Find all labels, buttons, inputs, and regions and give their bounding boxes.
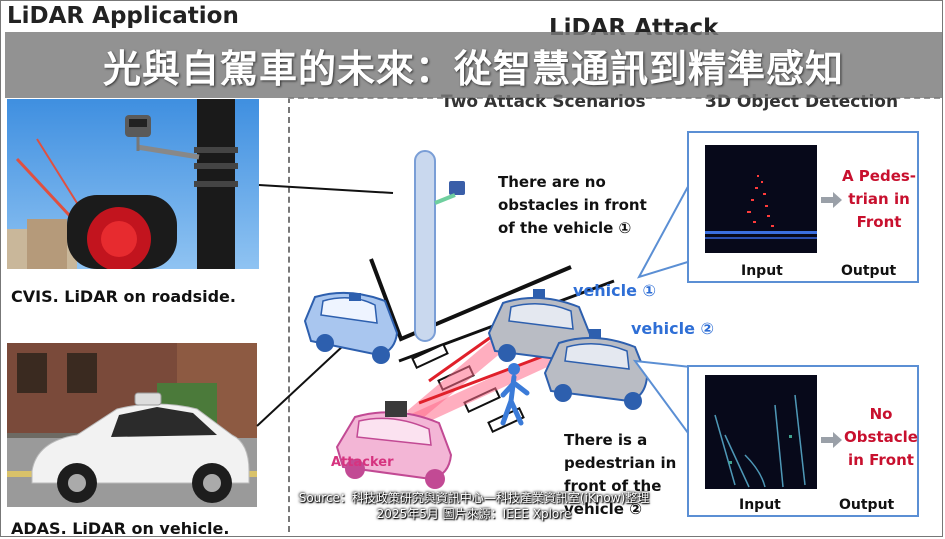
- source-line-2: 2025年5月 圖片來源：IEEE Xplore: [376, 507, 572, 521]
- car-attacker: [335, 401, 453, 489]
- output-label-2: Output: [839, 497, 895, 513]
- output1-text: A Pedes-trian in Front: [841, 167, 917, 231]
- pointcloud-1: [705, 175, 817, 239]
- input-label-1: Input: [741, 263, 783, 279]
- photo-vehicle-lidar: [7, 343, 257, 507]
- scenario2-text: There is a pedestrian in front of the ve…: [564, 431, 677, 518]
- pedestrian-icon: [500, 363, 530, 426]
- source-line-1: Source：科技政策研究與資訊中心—科技產業資訊室(iKnow)整理: [298, 491, 650, 505]
- vehicle-lidar-illustration: [7, 343, 257, 507]
- title-banner: 光與自駕車的未來：從智慧通訊到精準感知: [5, 32, 942, 98]
- car-blue-left: [303, 291, 399, 364]
- detection-callout-1: A Pedes-trian in Front Input Output: [687, 131, 919, 283]
- attacker-label: Attacker: [331, 455, 394, 470]
- road-edge-top: [369, 258, 572, 342]
- pole-lidar-icon: [449, 181, 465, 195]
- page-title: 光與自駕車的未來：從智慧通訊到精準感知: [102, 46, 844, 91]
- pointcloud-screen-1: [705, 145, 817, 253]
- arrow-right-icon: [821, 432, 842, 448]
- arrow-right-icon: [821, 192, 842, 208]
- detection-callout-2: No Obstacle in Front Input Output: [687, 365, 919, 517]
- caption-vehicle: ADAS. LiDAR on vehicle.: [11, 519, 230, 537]
- vehicle2-label: vehicle ②: [631, 319, 715, 338]
- roadside-lidar-illustration: [7, 99, 238, 269]
- panel-divider: [288, 97, 290, 536]
- output2-text: No Obstacle in Front: [844, 405, 918, 469]
- attack-scene-illustration: [303, 150, 649, 489]
- pointcloud-screen-2: [705, 375, 817, 489]
- left-heading: LiDAR Application: [7, 3, 239, 29]
- vehicle1-label: vehicle ①: [573, 281, 657, 300]
- photo-roadside-lidar: [7, 99, 259, 269]
- car-vehicle-2: [543, 329, 649, 410]
- scenario1-text: There are no obstacles in front of the v…: [498, 173, 647, 237]
- roadside-pole: [414, 150, 436, 342]
- pointcloud-2: [714, 394, 806, 488]
- output-label-1: Output: [841, 263, 897, 279]
- input-label-2: Input: [739, 497, 781, 513]
- right-panel-top-border: [288, 97, 940, 99]
- caption-roadside: CVIS. LiDAR on roadside.: [11, 287, 236, 306]
- source-credit: Source：科技政策研究與資訊中心—科技產業資訊室(iKnow)整理 2025…: [239, 490, 709, 522]
